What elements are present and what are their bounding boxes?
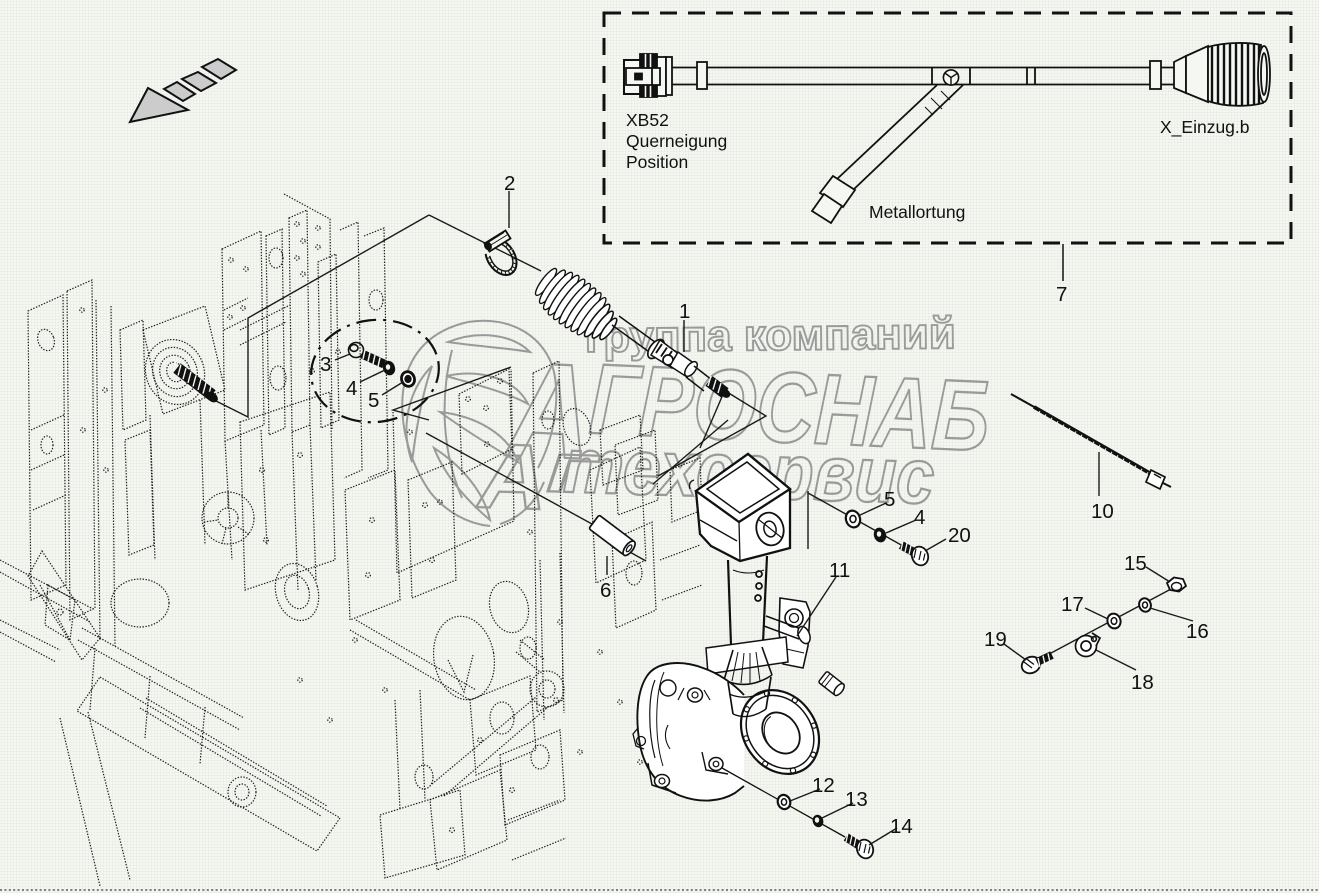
- svg-text:X_Einzug.b: X_Einzug.b: [1160, 117, 1250, 138]
- svg-text:17: 17: [1061, 593, 1084, 616]
- svg-text:Metallortung: Metallortung: [869, 202, 965, 222]
- svg-text:10: 10: [1091, 500, 1114, 523]
- svg-text:3: 3: [320, 353, 331, 376]
- svg-text:4: 4: [914, 506, 925, 529]
- svg-text:XB52: XB52: [626, 110, 669, 130]
- svg-text:15: 15: [1124, 552, 1147, 575]
- svg-text:16: 16: [1186, 620, 1209, 643]
- svg-text:4: 4: [346, 377, 357, 400]
- svg-text:12: 12: [812, 774, 835, 797]
- svg-text:5: 5: [884, 488, 895, 511]
- svg-text:Querneigung: Querneigung: [626, 131, 727, 151]
- svg-text:5: 5: [368, 389, 379, 412]
- svg-text:19: 19: [984, 628, 1007, 651]
- svg-text:18: 18: [1131, 671, 1154, 694]
- svg-text:1: 1: [679, 300, 690, 323]
- svg-text:7: 7: [1056, 283, 1067, 306]
- svg-text:6: 6: [600, 579, 611, 602]
- svg-text:2: 2: [504, 172, 515, 195]
- svg-text:11: 11: [829, 559, 850, 582]
- svg-text:14: 14: [890, 815, 913, 838]
- svg-text:Г: Г: [546, 443, 602, 505]
- svg-text:ГРОСНАБ: ГРОСНАБ: [587, 343, 992, 473]
- svg-text:20: 20: [948, 524, 971, 547]
- svg-text:13: 13: [845, 788, 868, 811]
- svg-text:Position: Position: [626, 152, 688, 172]
